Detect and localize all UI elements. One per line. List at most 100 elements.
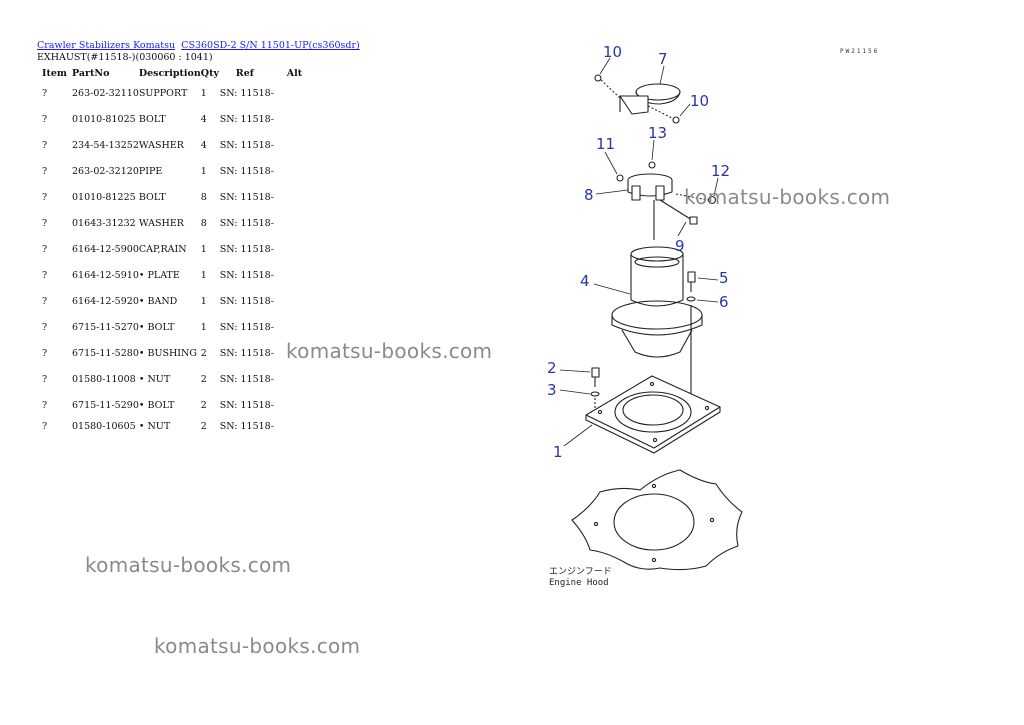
cell-partno: 01010-81025 [72,113,136,125]
engine-hood-label-en: Engine Hood [549,578,609,588]
cell-ref: SN: 11518- [219,321,274,333]
cell-alt [287,366,307,392]
cell-item: ? [42,217,48,229]
callout-3: 3 [547,381,557,399]
callout-9: 9 [675,237,685,255]
cell-qty: 2 [200,399,207,411]
cell-alt [287,392,307,418]
cell-description: • BOLT [138,321,175,333]
cell-description: BOLT [138,113,166,125]
cell-item: ? [42,191,48,203]
breadcrumb-link-model-family[interactable]: Crawler Stabilizers Komatsu [37,40,176,51]
cell-ref: SN: 11518- [219,243,274,255]
section-title: EXHAUST(#11518-)(030060 : 1041) [37,52,213,63]
cell-partno: 6715-11-5290 [72,399,139,411]
table-row: ? 6715-11-5270• BOLT 1 SN: 11518- [37,314,307,340]
cell-ref: SN: 11518- [219,191,274,203]
cell-ref: SN: 11518- [219,139,274,151]
cell-description: WASHER [138,217,184,229]
callout-11: 11 [596,135,615,153]
col-header-item: Item [42,67,67,79]
cell-alt [287,132,307,158]
col-header-alt: Alt [286,67,303,79]
cell-partno: 6715-11-5270 [72,321,139,333]
cell-description: WASHER [138,139,184,151]
cell-partno: 6715-11-5280 [72,347,139,359]
parts-table: Item PartNo Description Qty Ref Alt ? 263… [37,66,307,434]
breadcrumb: Crawler Stabilizers Komatsu CS360SD-2 S/… [37,40,360,52]
callout-10-right: 10 [690,92,709,110]
cell-partno: 01643-31232 [72,217,136,229]
cell-ref: SN: 11518- [219,113,274,125]
cell-ref: SN: 11518- [219,87,274,99]
cell-item: ? [42,399,48,411]
cell-qty: 1 [200,321,207,333]
cell-item: ? [42,243,48,255]
cell-item: ? [42,321,48,333]
cell-item: ? [42,373,48,385]
cell-partno: 01010-81225 [72,191,136,203]
cell-alt [287,158,307,184]
engine-hood-label-jp: エンジンフード [549,567,612,577]
cell-description: • NUT [138,373,171,385]
table-row: ? 6715-11-5290• BOLT 2 SN: 11518- [37,392,307,418]
cell-ref: SN: 11518- [219,420,274,432]
cell-partno: 263-02-32120 [72,165,139,177]
cell-ref: SN: 11518- [219,399,274,411]
table-header-row: Item PartNo Description Qty Ref Alt [37,66,307,80]
cell-ref: SN: 11518- [219,217,274,229]
cell-qty: 4 [200,139,207,151]
cell-qty: 1 [200,165,207,177]
callout-6: 6 [719,293,729,311]
cell-description: PIPE [138,165,163,177]
cell-ref: SN: 11518- [219,295,274,307]
cell-description: • BOLT [138,399,175,411]
callout-4: 4 [580,272,590,290]
cell-item: ? [42,420,48,432]
cell-partno: 01580-11008 [72,373,136,385]
cell-partno: 01580-10605 [72,420,136,432]
cell-item: ? [42,347,48,359]
cell-description: BOLT [138,191,166,203]
callout-2: 2 [547,359,557,377]
callout-1: 1 [553,443,563,461]
cell-description: SUPPORT [138,87,188,99]
cell-qty: 4 [200,113,207,125]
cell-qty: 1 [200,243,207,255]
cell-ref: SN: 11518- [219,269,274,281]
cell-partno: 263-02-32110 [72,87,139,99]
cell-qty: 8 [200,191,207,203]
cell-qty: 8 [200,217,207,229]
cell-item: ? [42,113,48,125]
cell-qty: 1 [200,87,207,99]
breadcrumb-link-model[interactable]: CS360SD-2 S/N 11501-UP(cs360sdr) [181,40,360,51]
cell-partno: 234-54-13252 [72,139,139,151]
cell-item: ? [42,87,48,99]
cell-qty: 1 [200,295,207,307]
cell-alt [287,262,307,288]
cell-description: • BUSHING [138,347,197,359]
cell-alt [287,314,307,340]
watermark-text: komatsu-books.com [684,185,891,209]
cell-ref: SN: 11518- [219,373,274,385]
cell-description: • PLATE [138,269,180,281]
col-header-ref: Ref [235,67,254,79]
cell-description: • NUT [138,420,171,432]
callout-7: 7 [658,50,668,68]
callout-5: 5 [719,269,729,287]
cell-partno: 6164-12-5900 [72,243,139,255]
cell-qty: 1 [200,269,207,281]
exploded-parts-diagram: 10 7 10 13 11 12 8 9 4 5 6 2 3 1 [547,43,743,571]
watermark-text: komatsu-books.com [85,553,292,577]
